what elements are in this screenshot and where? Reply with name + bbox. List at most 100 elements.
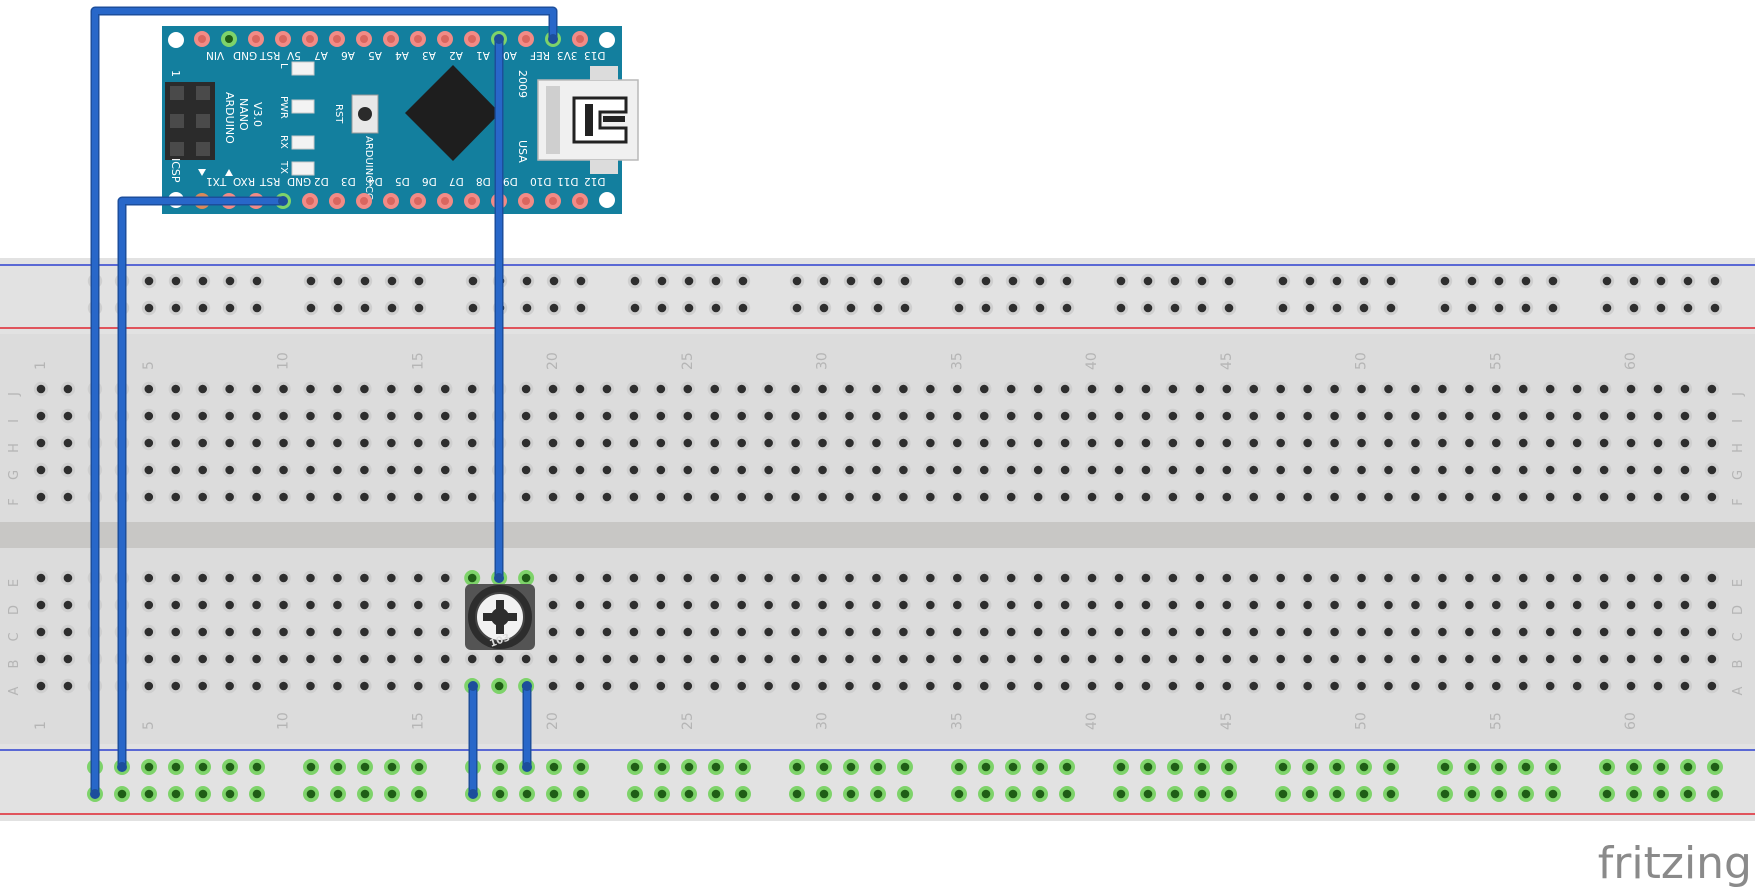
breadboard-hole[interactable] <box>467 573 477 583</box>
power-rail-hole[interactable] <box>1656 789 1666 799</box>
breadboard-hole[interactable] <box>575 627 585 637</box>
breadboard-hole[interactable] <box>1006 492 1016 502</box>
breadboard-hole[interactable] <box>306 654 315 664</box>
breadboard-hole[interactable] <box>1492 573 1501 583</box>
breadboard-hole[interactable] <box>414 465 423 475</box>
breadboard-hole[interactable] <box>1303 627 1312 637</box>
breadboard-hole[interactable] <box>1357 627 1366 637</box>
breadboard-hole[interactable] <box>1626 681 1636 691</box>
breadboard-hole[interactable] <box>1249 627 1259 637</box>
power-rail-hole[interactable] <box>306 303 316 313</box>
breadboard-hole[interactable] <box>1249 573 1259 583</box>
breadboard-hole[interactable] <box>1087 438 1097 448</box>
breadboard-hole[interactable] <box>737 411 746 421</box>
breadboard-hole[interactable] <box>63 654 73 664</box>
power-rail-hole[interactable] <box>117 789 127 799</box>
breadboard-hole[interactable] <box>1707 681 1717 691</box>
breadboard-hole[interactable] <box>1168 654 1178 664</box>
power-rail-hole[interactable] <box>819 303 829 313</box>
power-rail-hole[interactable] <box>387 762 397 772</box>
power-rail-hole[interactable] <box>900 762 910 772</box>
power-rail-hole[interactable] <box>387 276 397 286</box>
breadboard-hole[interactable] <box>171 384 181 394</box>
power-rail-hole[interactable] <box>171 762 181 772</box>
breadboard-hole[interactable] <box>1653 600 1663 610</box>
power-rail-hole[interactable] <box>657 789 667 799</box>
power-rail-hole[interactable] <box>198 303 208 313</box>
breadboard-hole[interactable] <box>1518 654 1528 664</box>
breadboard-hole[interactable] <box>63 600 73 610</box>
breadboard-hole[interactable] <box>656 681 666 691</box>
breadboard-hole[interactable] <box>656 465 666 475</box>
breadboard-hole[interactable] <box>1465 438 1474 448</box>
power-rail-hole[interactable] <box>1386 789 1396 799</box>
breadboard-hole[interactable] <box>279 438 288 448</box>
breadboard-hole[interactable] <box>602 654 612 664</box>
breadboard-hole[interactable] <box>252 465 261 475</box>
breadboard-hole[interactable] <box>1411 465 1420 475</box>
breadboard-hole[interactable] <box>387 411 396 421</box>
breadboard-hole[interactable] <box>521 573 531 583</box>
breadboard-hole[interactable] <box>791 438 800 448</box>
power-rail-hole[interactable] <box>657 303 667 313</box>
breadboard-hole[interactable] <box>440 465 450 475</box>
breadboard-hole[interactable] <box>926 573 935 583</box>
breadboard-hole[interactable] <box>1114 384 1124 394</box>
breadboard-hole[interactable] <box>1249 465 1259 475</box>
power-rail-hole[interactable] <box>1305 789 1315 799</box>
breadboard-hole[interactable] <box>144 465 154 475</box>
breadboard-hole[interactable] <box>198 654 207 664</box>
breadboard-hole[interactable] <box>198 384 207 394</box>
breadboard-hole[interactable] <box>1168 438 1178 448</box>
breadboard-hole[interactable] <box>899 654 908 664</box>
breadboard-hole[interactable] <box>926 492 935 502</box>
power-rail-hole[interactable] <box>198 276 208 286</box>
breadboard-hole[interactable] <box>1384 600 1393 610</box>
breadboard-hole[interactable] <box>1411 654 1420 664</box>
power-rail-hole[interactable] <box>1224 762 1234 772</box>
breadboard-hole[interactable] <box>306 627 315 637</box>
breadboard-hole[interactable] <box>845 411 854 421</box>
power-rail-hole[interactable] <box>981 789 991 799</box>
breadboard-hole[interactable] <box>1330 627 1339 637</box>
breadboard-hole[interactable] <box>979 438 989 448</box>
breadboard-hole[interactable] <box>36 384 46 394</box>
breadboard-hole[interactable] <box>1222 465 1232 475</box>
power-rail-hole[interactable] <box>954 276 964 286</box>
breadboard-hole[interactable] <box>1680 600 1690 610</box>
breadboard-hole[interactable] <box>1680 492 1690 502</box>
breadboard-hole[interactable] <box>629 600 639 610</box>
power-rail-hole[interactable] <box>360 276 370 286</box>
breadboard-hole[interactable] <box>306 600 315 610</box>
breadboard-hole[interactable] <box>1599 384 1609 394</box>
power-rail-hole[interactable] <box>1143 762 1153 772</box>
breadboard-hole[interactable] <box>1195 654 1205 664</box>
breadboard-hole[interactable] <box>1384 492 1393 502</box>
breadboard-hole[interactable] <box>1653 681 1663 691</box>
power-rail-hole[interactable] <box>792 276 802 286</box>
breadboard-hole[interactable] <box>710 465 720 475</box>
breadboard-hole[interactable] <box>333 438 342 448</box>
breadboard-hole[interactable] <box>198 573 207 583</box>
breadboard-hole[interactable] <box>1276 573 1285 583</box>
breadboard-hole[interactable] <box>1518 681 1528 691</box>
breadboard-hole[interactable] <box>1653 465 1663 475</box>
breadboard-hole[interactable] <box>1195 600 1205 610</box>
breadboard-hole[interactable] <box>333 654 342 664</box>
breadboard-hole[interactable] <box>1599 654 1609 664</box>
breadboard-hole[interactable] <box>1680 654 1690 664</box>
breadboard-hole[interactable] <box>63 681 73 691</box>
power-rail-hole[interactable] <box>576 789 586 799</box>
breadboard-hole[interactable] <box>1033 627 1043 637</box>
breadboard-hole[interactable] <box>171 411 181 421</box>
reset-button[interactable] <box>351 94 379 134</box>
breadboard-hole[interactable] <box>225 681 234 691</box>
breadboard-hole[interactable] <box>198 411 207 421</box>
breadboard-hole[interactable] <box>1438 600 1447 610</box>
power-rail-hole[interactable] <box>819 789 829 799</box>
breadboard-hole[interactable] <box>1222 384 1232 394</box>
breadboard-hole[interactable] <box>198 600 207 610</box>
breadboard-hole[interactable] <box>602 627 612 637</box>
power-rail-hole[interactable] <box>657 276 667 286</box>
breadboard-hole[interactable] <box>845 627 854 637</box>
